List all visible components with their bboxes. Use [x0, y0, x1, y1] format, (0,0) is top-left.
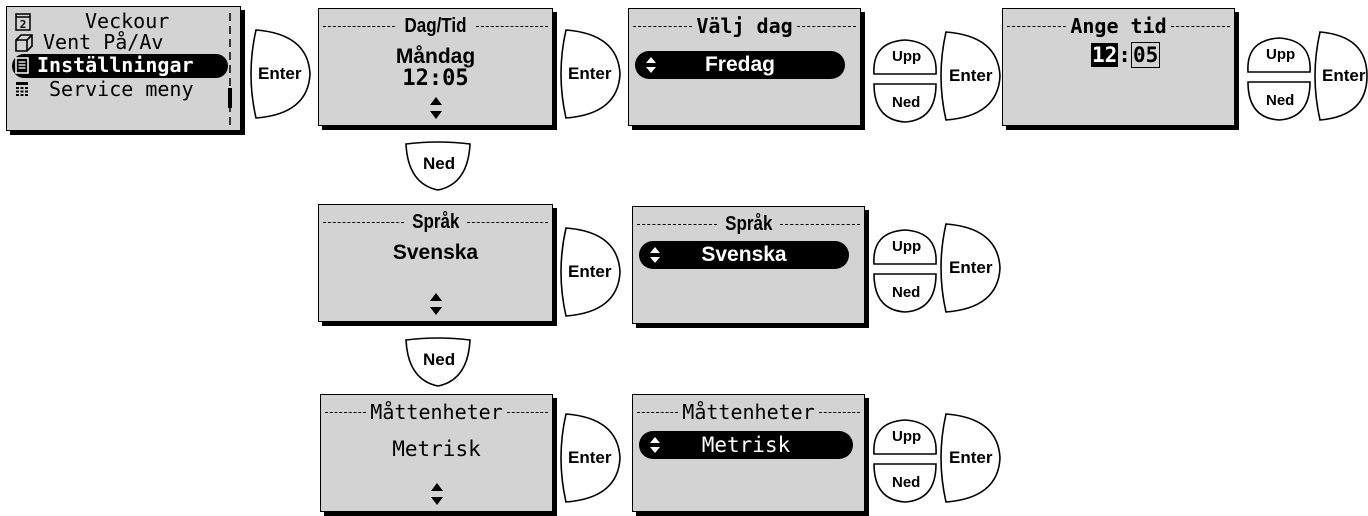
menu-label: Service meny: [49, 77, 194, 101]
menu-label: Veckour: [85, 9, 170, 33]
enter-button[interactable]: [938, 406, 1010, 510]
enter-button[interactable]: [248, 22, 320, 126]
list-icon: [15, 57, 29, 74]
enter-label: Enter: [568, 64, 612, 83]
enter-button[interactable]: [1312, 24, 1368, 128]
upp-label: Upp: [892, 428, 922, 445]
selection-pill[interactable]: Svenska: [639, 241, 849, 269]
enter-label: Enter: [949, 66, 993, 85]
enter-label: Enter: [568, 448, 612, 467]
calendar-icon: 2: [15, 13, 31, 31]
up-down-arrows-icon: [646, 57, 656, 73]
svg-text:2: 2: [20, 18, 27, 31]
units-edit-screen: Måttenheter Metrisk: [632, 394, 865, 512]
ned-button[interactable]: [402, 140, 474, 192]
screen-title: Måttenheter: [370, 400, 503, 424]
units-value: Metrisk: [701, 433, 791, 457]
ned-button[interactable]: [402, 336, 474, 388]
up-down-arrows-icon: [429, 97, 442, 119]
ned-label: Ned: [892, 474, 921, 491]
time-colon: :: [1118, 43, 1131, 67]
up-down-arrows-icon: [429, 293, 442, 315]
enter-button[interactable]: [558, 220, 630, 324]
enter-button[interactable]: [938, 24, 1010, 128]
selection-pill[interactable]: Fredag: [635, 51, 845, 79]
up-down-arrows-icon: [650, 437, 660, 453]
ned-label: Ned: [892, 94, 921, 111]
screen-title: Välj dag: [696, 14, 793, 38]
language-value: Svenska: [392, 241, 479, 264]
language-edit-screen: Språk Svenska: [632, 206, 865, 324]
ned-button[interactable]: [1244, 78, 1314, 122]
enter-label: Enter: [258, 64, 302, 83]
ned-button[interactable]: [870, 80, 940, 124]
screen-title: Språk: [411, 211, 460, 233]
upp-button[interactable]: [870, 418, 940, 458]
enter-button[interactable]: [558, 406, 630, 510]
scrollbar[interactable]: [225, 13, 235, 125]
time-value: 12:05: [402, 66, 469, 91]
enter-label: Enter: [568, 262, 612, 281]
ned-button[interactable]: [870, 270, 940, 314]
ned-label: Ned: [1266, 92, 1295, 109]
ned-label: Ned: [423, 154, 456, 173]
ned-label: Ned: [892, 284, 921, 301]
up-down-arrows-icon: [650, 247, 660, 263]
upp-label: Upp: [1266, 46, 1296, 63]
language-screen: Språk Svenska: [318, 204, 553, 322]
upp-button[interactable]: [870, 228, 940, 268]
set-time-screen: Ange tid 12:05: [1002, 8, 1235, 126]
minutes-value[interactable]: 05: [1130, 42, 1161, 68]
upp-button[interactable]: [870, 38, 940, 78]
menu-item-installningar[interactable]: Inställningar: [15, 54, 230, 77]
ned-label: Ned: [423, 350, 456, 369]
menu-item-veckour[interactable]: 2 Veckour: [15, 10, 230, 33]
enter-button[interactable]: [938, 216, 1010, 320]
enter-label: Enter: [949, 448, 993, 467]
units-value: Metrisk: [392, 437, 481, 461]
main-menu-screen: 2 Veckour Vent På/Av Inställningar Servi…: [6, 6, 241, 131]
upp-label: Upp: [892, 238, 922, 255]
day-value: Fredag: [704, 53, 775, 76]
menu-item-service[interactable]: Service meny: [15, 78, 230, 101]
enter-label: Enter: [1322, 66, 1366, 85]
ned-button[interactable]: [870, 460, 940, 504]
day-value: Måndag: [395, 45, 476, 68]
screen-title: Språk: [724, 213, 773, 235]
menu-selection-highlight: [12, 54, 228, 78]
upp-button[interactable]: [1244, 36, 1314, 76]
date-time-screen: Dag/Tid Måndag 12:05: [318, 8, 553, 126]
upp-label: Upp: [892, 48, 922, 65]
screen-title: Måttenheter: [682, 400, 815, 424]
enter-label: Enter: [949, 258, 993, 277]
menu-label: Inställningar: [37, 53, 194, 77]
screen-title: Dag/Tid: [404, 15, 467, 37]
screen-title: Ange tid: [1070, 14, 1167, 38]
menu-label: Vent På/Av: [43, 30, 164, 54]
enter-button[interactable]: [558, 22, 630, 126]
hours-value[interactable]: 12: [1091, 43, 1119, 67]
choose-day-screen: Välj dag Fredag: [628, 8, 861, 126]
up-down-arrows-icon: [430, 483, 443, 505]
grid-icon: [16, 82, 28, 96]
units-screen: Måttenheter Metrisk: [320, 394, 553, 512]
language-value: Svenska: [701, 243, 787, 266]
time-editor[interactable]: 12:05: [1091, 42, 1161, 68]
selection-pill[interactable]: Metrisk: [639, 431, 853, 459]
box-icon: [15, 34, 33, 52]
menu-item-vent[interactable]: Vent På/Av: [15, 31, 230, 54]
